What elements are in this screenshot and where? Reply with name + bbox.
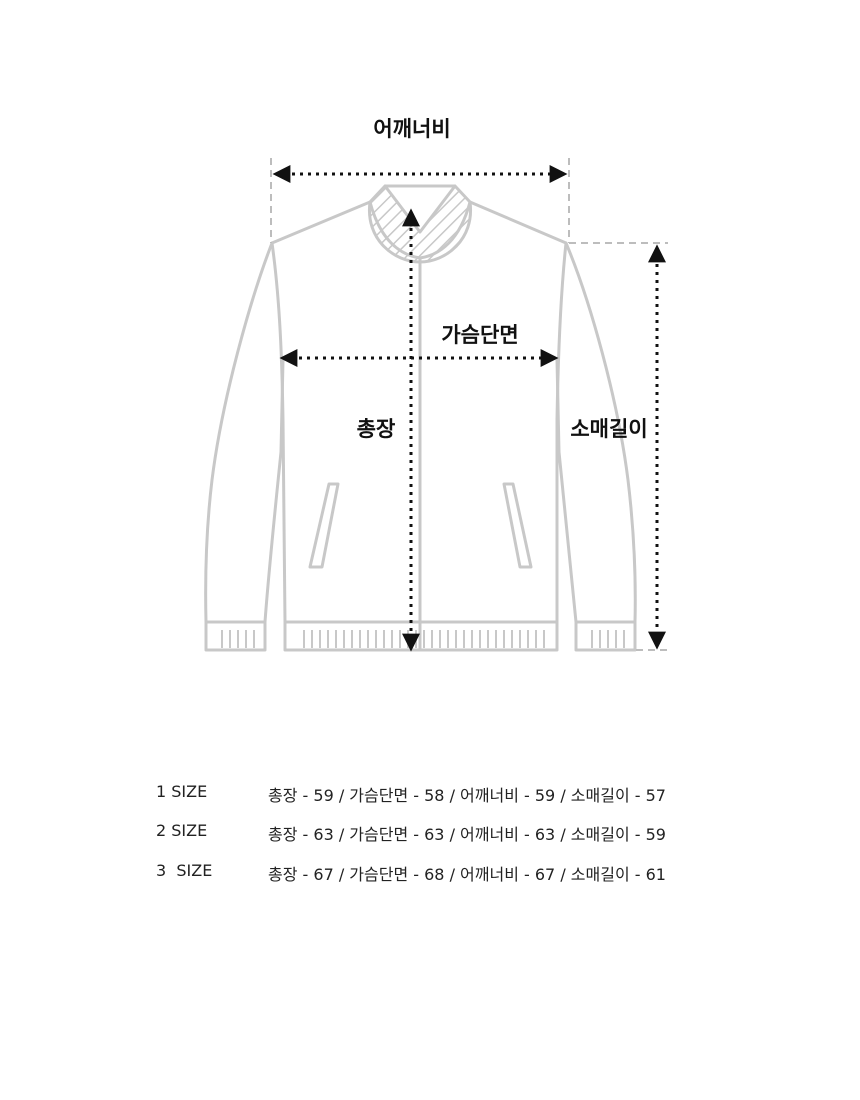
size-row: 2 SIZE 총장 - 63 / 가슴단면 - 63 / 어깨너비 - 63 /… (0, 821, 860, 851)
left-pocket (308, 482, 340, 569)
hem-band (283, 620, 559, 652)
left-sleeve (204, 241, 285, 624)
sleeve-label: 소매길이 (570, 417, 647, 441)
size-name: 1 SIZE (156, 782, 208, 801)
shoulder-label: 어깨너비 (373, 117, 450, 141)
length-label: 총장 (357, 417, 396, 441)
size-row: 3 SIZE 총장 - 67 / 가슴단면 - 68 / 어깨너비 - 67 /… (0, 861, 860, 891)
right-pocket (502, 482, 533, 569)
chest-label: 가슴단면 (441, 323, 518, 347)
ribbing (221, 630, 625, 648)
collar (367, 184, 473, 264)
size-name: 3 SIZE (156, 861, 213, 880)
right-sleeve (555, 241, 637, 624)
measurement-arrows (272, 165, 666, 652)
size-row: 1 SIZE 총장 - 59 / 가슴단면 - 58 / 어깨너비 - 59 /… (0, 782, 860, 812)
size-values: 총장 - 59 / 가슴단면 - 58 / 어깨너비 - 59 / 소매길이 -… (268, 786, 666, 805)
size-values: 총장 - 67 / 가슴단면 - 68 / 어깨너비 - 67 / 소매길이 -… (268, 865, 666, 884)
right-cuff (574, 620, 637, 652)
size-name: 2 SIZE (156, 821, 208, 840)
guide-lines (270, 158, 668, 651)
left-cuff (204, 620, 267, 652)
size-values: 총장 - 63 / 가슴단면 - 63 / 어깨너비 - 63 / 소매길이 -… (268, 825, 666, 844)
